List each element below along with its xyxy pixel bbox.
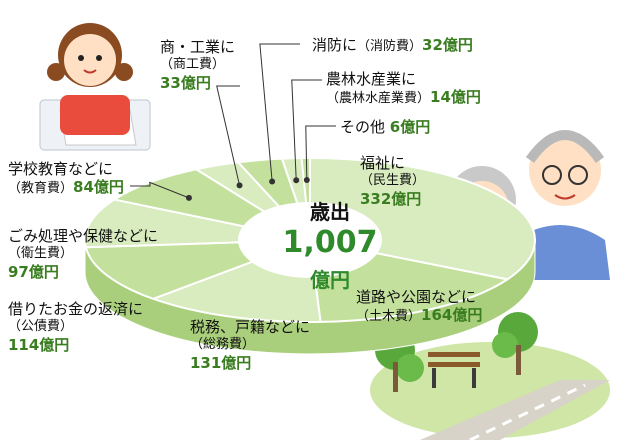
leader-dot-shoko (236, 182, 243, 189)
leader-dot-kyoiku (185, 194, 192, 201)
pie-center-hole (238, 202, 382, 278)
leader-line-shobo (259, 43, 300, 182)
pie-center: 歳出 1,007億円 (275, 196, 385, 295)
slice-label-somu: 税務、戸籍などに （総務費） 131億円 (190, 318, 311, 372)
slice-label-sonota: その他 6億円 (340, 118, 431, 136)
leader-lines (130, 43, 336, 201)
leader-line-kyoiku (130, 181, 190, 199)
slice-label-shoko: 商・工業に （商工費） 33億円 (160, 38, 236, 92)
slice-label-minsei: 福祉に （民生費） 332億円 (360, 154, 426, 208)
leader-dot-shobo (269, 178, 276, 185)
leader-line-norin (291, 79, 322, 181)
bench-icon (428, 352, 480, 388)
leader-line-shoko (216, 85, 241, 186)
slice-label-kyoiku: 学校教育などに （教育費）84億円 (8, 160, 124, 196)
slice-label-shobo: 消防に（消防費）32億円 (312, 36, 473, 54)
leader-line-sonota (305, 125, 336, 181)
slice-label-eisei: ごみ処理や保健などに （衛生費） 97億円 (8, 227, 159, 281)
slice-label-kousai: 借りたお金の返済に （公債費） 114億円 (8, 300, 144, 354)
park-illustration (370, 312, 610, 440)
slice-label-norin: 農林水産業に （農林水産業費）14億円 (326, 70, 481, 106)
pie-layer (84, 156, 536, 355)
leader-dot-norin (293, 177, 300, 184)
leader-dot-sonota (303, 177, 310, 184)
student-girl-illustration (39, 23, 151, 151)
center-title: 歳出 (310, 200, 350, 224)
slice-label-doboku: 道路や公園などに （土木費）164億円 (356, 288, 483, 324)
total-amount: 1,007億円 (282, 225, 378, 292)
